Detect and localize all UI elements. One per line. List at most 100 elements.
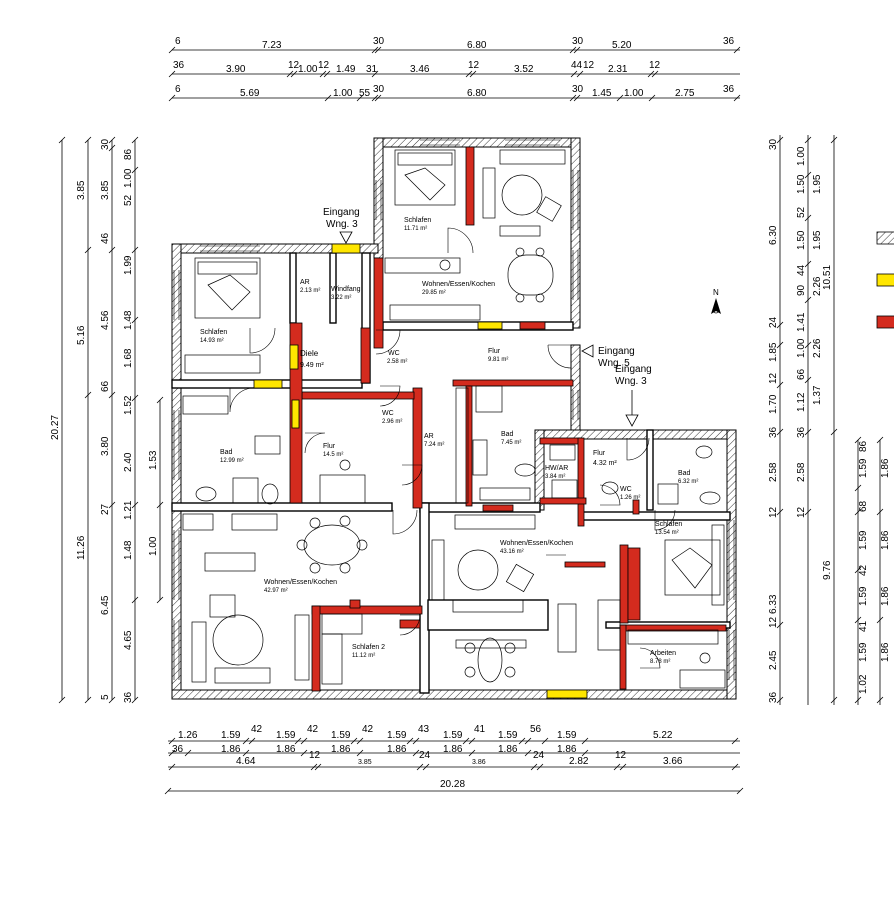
dimension-tick — [184, 749, 192, 757]
dimension-tick — [524, 737, 532, 745]
dim-right2-j: 1.12 — [796, 392, 807, 412]
dim-top2-i: 12 — [468, 60, 480, 71]
dim-right1-c: 24 — [768, 316, 779, 328]
room-area: 11.71 m² — [404, 226, 427, 232]
entrance-label: Wng. 3 — [326, 219, 358, 230]
dimension-tick — [84, 696, 92, 704]
dimension-tick — [776, 136, 784, 144]
dimension-tick — [108, 144, 116, 152]
room-area: 6.32 m² — [678, 479, 698, 485]
room-area: 8.78 m² — [650, 659, 670, 665]
dim-bot1-c: 42 — [251, 724, 263, 735]
dimension-tick — [108, 246, 116, 254]
dim-top2-b: 3.90 — [226, 64, 246, 75]
dim-left-inner-e: 1.48 — [123, 310, 134, 330]
dimension-tick — [412, 737, 420, 745]
dim-right-total-b: 9.76 — [822, 560, 833, 580]
dim-right4-d: 1.59 — [858, 530, 869, 550]
room-name: Flur — [488, 348, 501, 355]
dimension-tick — [804, 428, 812, 436]
dimension-tick — [131, 166, 139, 174]
dimension-tick — [581, 737, 589, 745]
north-arrow-icon — [711, 298, 721, 314]
dim-bot1-i: 43 — [418, 724, 430, 735]
entrance-label: Wng. 5 — [598, 358, 630, 369]
room-name: Flur — [593, 450, 606, 457]
dimension-tick — [830, 136, 838, 144]
dimension-tick — [468, 749, 476, 757]
room-area: 3.22 m² — [331, 295, 351, 301]
room-wohnen-1: Wohnen/Essen/Kochen 42.97 m² — [264, 579, 337, 594]
dim-bot2-d: 1.86 — [331, 744, 351, 755]
dim-top1-a: 6 — [175, 36, 181, 47]
dimension-tick — [541, 737, 549, 745]
legend-swatch-new — [876, 315, 894, 329]
room-name: Wohnen/Essen/Kochen — [422, 281, 495, 288]
dim-top1-e: 30 — [572, 36, 584, 47]
room-labels: Schlafen 11.71 m² Wohnen/Essen/Kochen 29… — [200, 217, 698, 665]
dimension-tick — [854, 508, 862, 516]
dimension-tick — [776, 696, 784, 704]
dimension-tick — [412, 749, 420, 757]
dim-left-outer-b: 5.16 — [76, 325, 87, 345]
dimension-tick — [854, 436, 862, 444]
dim-left-inner-b: 1.00 — [123, 168, 134, 188]
dim-right1-l: 2.45 — [768, 650, 779, 670]
dimension-tick — [374, 46, 382, 54]
dim-left-mid-h: 6.45 — [100, 595, 111, 615]
dim-left-mid-c: 46 — [100, 232, 111, 244]
dim-right2-i: 66 — [796, 368, 807, 380]
dim-top1-f: 5.20 — [612, 40, 632, 51]
dimension-tick — [530, 763, 538, 771]
dim-right3-d: 2.26 — [812, 338, 823, 358]
room-wohnen-2: Wohnen/Essen/Kochen 43.16 m² — [500, 540, 573, 555]
dimension-tick — [736, 787, 744, 795]
arrow-left-icon — [581, 344, 594, 358]
dim-bot3-h: 12 — [615, 750, 627, 761]
bottom-dimensions: 1.26 1.59 42 1.59 42 1.59 42 1.59 43 1.5… — [164, 724, 744, 795]
room-bad-2: Bad 7.45 m² — [501, 431, 521, 446]
room-name: Schlafen 2 — [352, 644, 385, 651]
dimension-tick — [804, 341, 812, 349]
dim-bot1-j: 1.59 — [443, 730, 463, 741]
room-name: Arbeiten — [650, 650, 676, 657]
room-name: Wohnen/Essen/Kochen — [264, 579, 337, 586]
dimension-tick — [573, 46, 581, 54]
room-name: Schlafen — [404, 217, 431, 224]
dim-top2-d: 1.00 — [298, 64, 318, 75]
room-schlafen-1: Schlafen 14.93 m² — [200, 329, 227, 344]
dimension-tick — [536, 763, 544, 771]
room-name: Flur — [323, 443, 336, 450]
dim-left-inner-j: 1.48 — [123, 540, 134, 560]
dimension-tick — [518, 737, 526, 745]
dimension-tick — [469, 70, 477, 78]
dim-right2-g: 1.41 — [796, 312, 807, 332]
room-name: Windfang — [331, 286, 361, 293]
room-schlafen-2: Schlafen 2 11.12 m² — [352, 644, 385, 659]
dim-right2-h: 1.00 — [796, 338, 807, 358]
room-arbeiten: Arbeiten 8.78 m² — [650, 650, 676, 665]
dim-bot2-e: 1.86 — [387, 744, 407, 755]
room-area: 2.58 m² — [387, 359, 407, 365]
dim-bot1-h: 1.59 — [387, 730, 407, 741]
dim-top3-c: 1.00 — [333, 88, 353, 99]
dimension-tick — [804, 260, 812, 268]
dim-left-innermost-b: 1.00 — [148, 536, 159, 556]
dim-left-inner-i: 1.21 — [123, 500, 134, 520]
dimension-tick — [651, 70, 659, 78]
dim-right5-c: 1.86 — [880, 586, 891, 606]
dimension-tick — [131, 246, 139, 254]
dimension-tick — [131, 316, 139, 324]
dimension-tick — [876, 508, 884, 516]
dim-top2-k: 44 — [571, 60, 583, 71]
entrance-label: Eingang — [615, 364, 652, 375]
legend-swatch-demolition — [876, 273, 894, 287]
dimension-tick — [524, 749, 532, 757]
dim-bot1-k: 41 — [474, 724, 486, 735]
dim-left-inner-g: 1.52 — [123, 395, 134, 415]
room-name: WC — [620, 486, 632, 493]
dim-right1-d: 1.85 — [768, 342, 779, 362]
dim-left-mid-g: 27 — [100, 503, 111, 515]
dimension-tick — [58, 696, 66, 704]
dimension-tick — [776, 381, 784, 389]
